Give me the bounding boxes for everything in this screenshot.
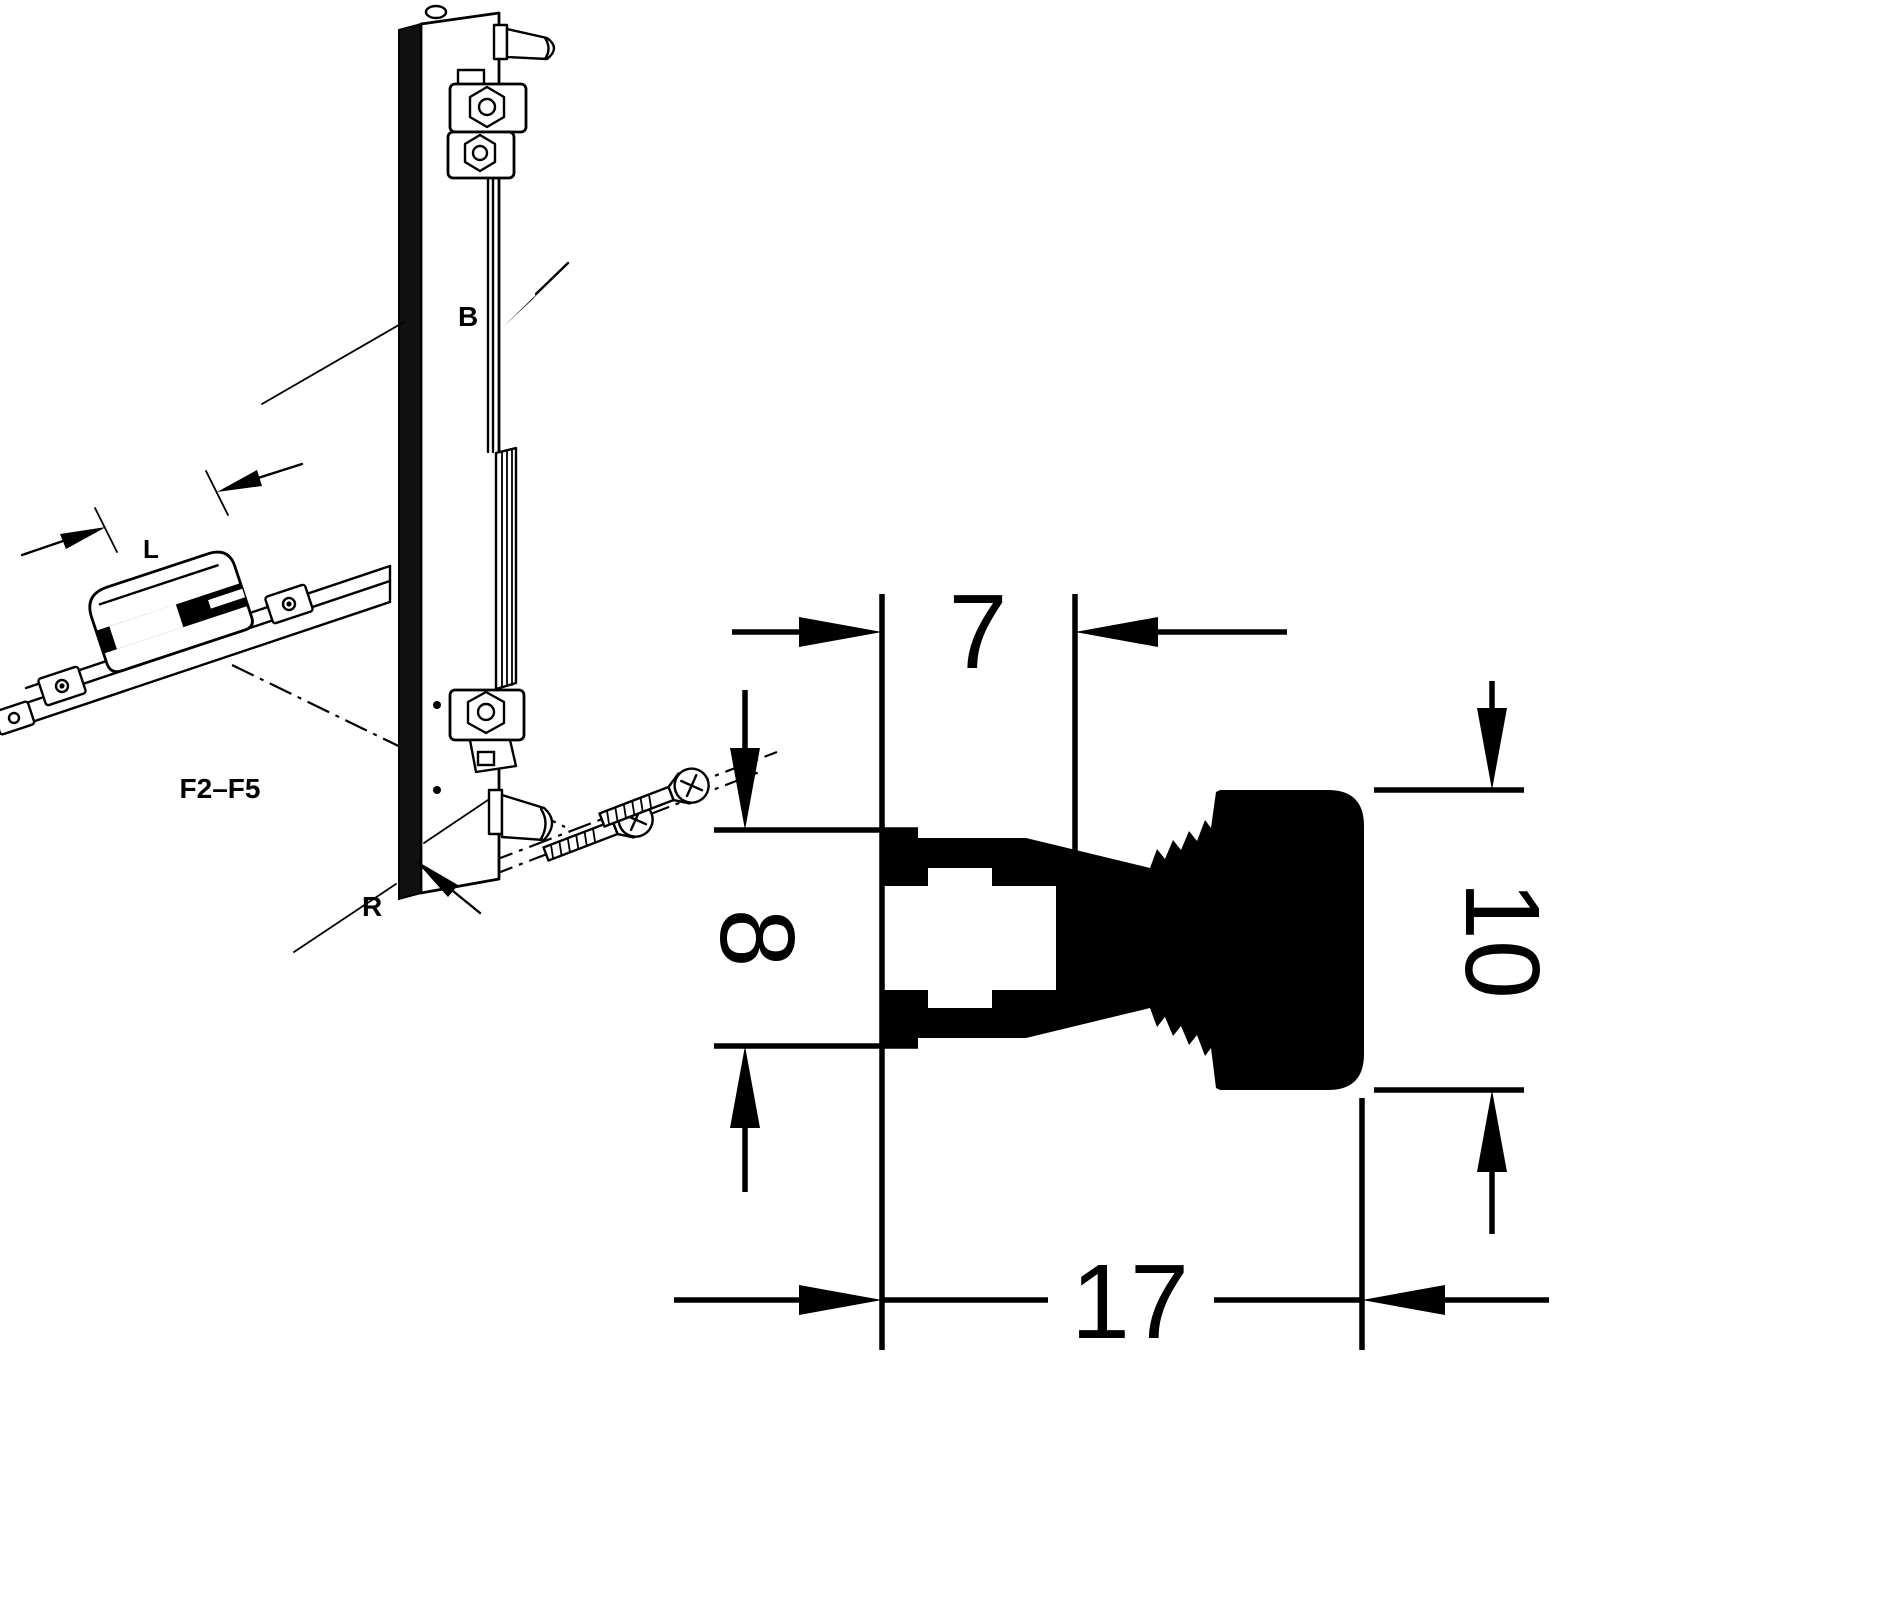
rail-nut-plate	[37, 665, 87, 707]
dimension-label-L: L	[143, 534, 159, 564]
plate-top-cap	[424, 4, 448, 20]
screw-hole	[433, 786, 441, 794]
face-plate-front	[419, 11, 501, 895]
dimension-channel-height: 8	[698, 690, 816, 1192]
dimension-top-width: 7	[732, 573, 1287, 691]
face-plate-edge	[398, 22, 422, 901]
dimension-label-B: B	[458, 301, 478, 332]
dimension-overall-width: 17	[674, 1243, 1549, 1361]
dimension-value-7: 7	[949, 573, 1008, 691]
gasket-profile-silhouette	[882, 790, 1364, 1090]
top-locking-pin	[492, 23, 556, 61]
dimension-label-R: R	[362, 891, 382, 922]
dimension-value-10: 10	[1443, 881, 1561, 999]
hex-nut	[466, 690, 506, 735]
dimension-R: R	[293, 799, 489, 953]
screw-hole	[433, 701, 441, 709]
dimension-head-height: 10	[1443, 681, 1561, 1234]
assembly-view: L	[0, 4, 778, 953]
drive-rod	[486, 176, 495, 454]
channel-profile	[494, 446, 518, 691]
fixing-screw	[598, 767, 710, 828]
hex-nut	[468, 85, 506, 129]
dimension-L: L	[20, 462, 304, 564]
dimension-B: B	[261, 261, 570, 405]
rail-nut-plate	[0, 700, 36, 736]
model-range-label: F2–F5	[180, 773, 261, 804]
rail-clamp-block	[88, 550, 254, 674]
dimension-value-17: 17	[1071, 1243, 1189, 1361]
extension-lines	[714, 594, 1524, 1350]
upper-keeper	[446, 68, 528, 180]
bottom-locking-pin	[487, 788, 554, 842]
lower-keeper	[448, 688, 526, 774]
hex-nut	[463, 133, 497, 173]
face-plate	[398, 4, 501, 901]
dimension-value-8: 8	[698, 909, 816, 968]
profile-section-view: 7 8 10 17	[674, 573, 1561, 1361]
rail-nut-plate	[264, 583, 314, 625]
